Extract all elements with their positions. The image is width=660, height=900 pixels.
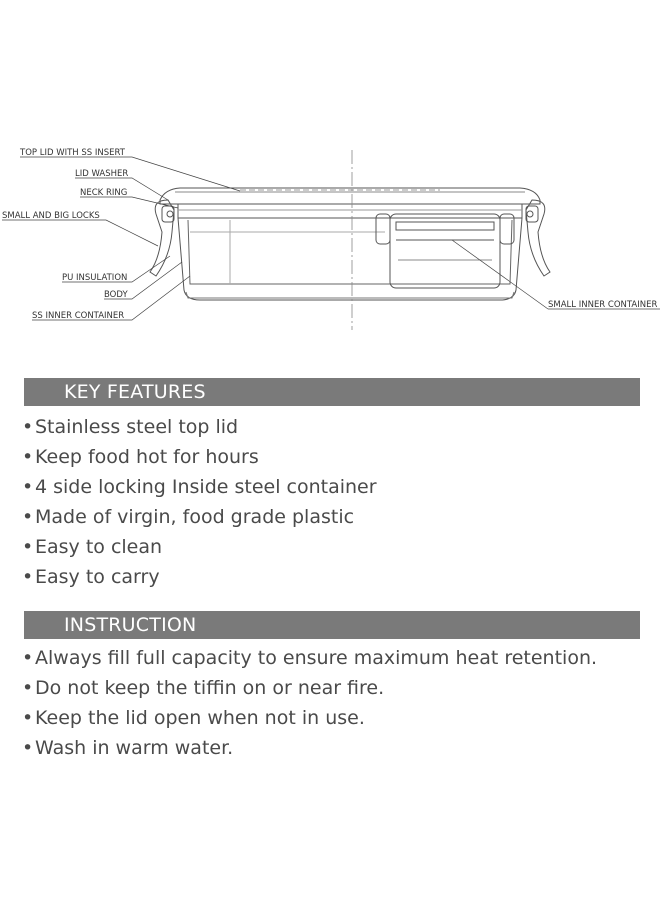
list-item: •4 side locking Inside steel container — [22, 472, 377, 502]
label-ss-inner-container: SS INNER CONTAINER — [32, 311, 124, 321]
list-item: •Easy to clean — [22, 532, 377, 562]
label-small-inner-container: SMALL INNER CONTAINER — [548, 300, 657, 310]
instruction-list: •Always fill full capacity to ensure max… — [22, 643, 597, 763]
key-features-list: •Stainless steel top lid •Keep food hot … — [22, 412, 377, 592]
list-item: •Keep food hot for hours — [22, 442, 377, 472]
instruction-header: INSTRUCTION — [24, 611, 640, 639]
top-lid-shape — [159, 187, 541, 205]
bullet: • — [22, 416, 34, 438]
list-item: •Keep the lid open when not in use. — [22, 703, 597, 733]
bullet: • — [22, 737, 34, 759]
list-item: •Always fill full capacity to ensure max… — [22, 643, 597, 673]
right-lock-shape — [525, 199, 551, 277]
bullet: • — [22, 476, 34, 498]
bullet: • — [22, 446, 34, 468]
list-item: •Do not keep the tiffin on or near fire. — [22, 673, 597, 703]
neck-ring-shape — [177, 203, 523, 219]
label-neck-ring: NECK RING — [80, 188, 127, 198]
label-locks: SMALL AND BIG LOCKS — [2, 211, 100, 221]
bullet: • — [22, 647, 34, 669]
label-lid-washer: LID WASHER — [75, 169, 128, 179]
label-top-lid: TOP LID WITH SS INSERT — [19, 148, 126, 158]
label-body: BODY — [104, 290, 128, 300]
bullet: • — [22, 566, 34, 588]
small-inner-container-shape — [389, 213, 501, 289]
bullet: • — [22, 677, 34, 699]
list-item: •Stainless steel top lid — [22, 412, 377, 442]
key-features-header: KEY FEATURES — [24, 378, 640, 406]
list-item: •Wash in warm water. — [22, 733, 597, 763]
bullet: • — [22, 707, 34, 729]
bullet: • — [22, 536, 34, 558]
ss-inner-container-shape — [187, 219, 513, 285]
list-item: •Made of virgin, food grade plastic — [22, 502, 377, 532]
bullet: • — [22, 506, 34, 528]
label-pu-insulation: PU INSULATION — [62, 273, 127, 283]
tiffin-cross-section-diagram: TOP LID WITH SS INSERT LID WASHER NECK R… — [2, 148, 660, 330]
body-shape — [177, 217, 523, 301]
left-lock-shape — [149, 199, 175, 277]
list-item: •Easy to carry — [22, 562, 377, 592]
